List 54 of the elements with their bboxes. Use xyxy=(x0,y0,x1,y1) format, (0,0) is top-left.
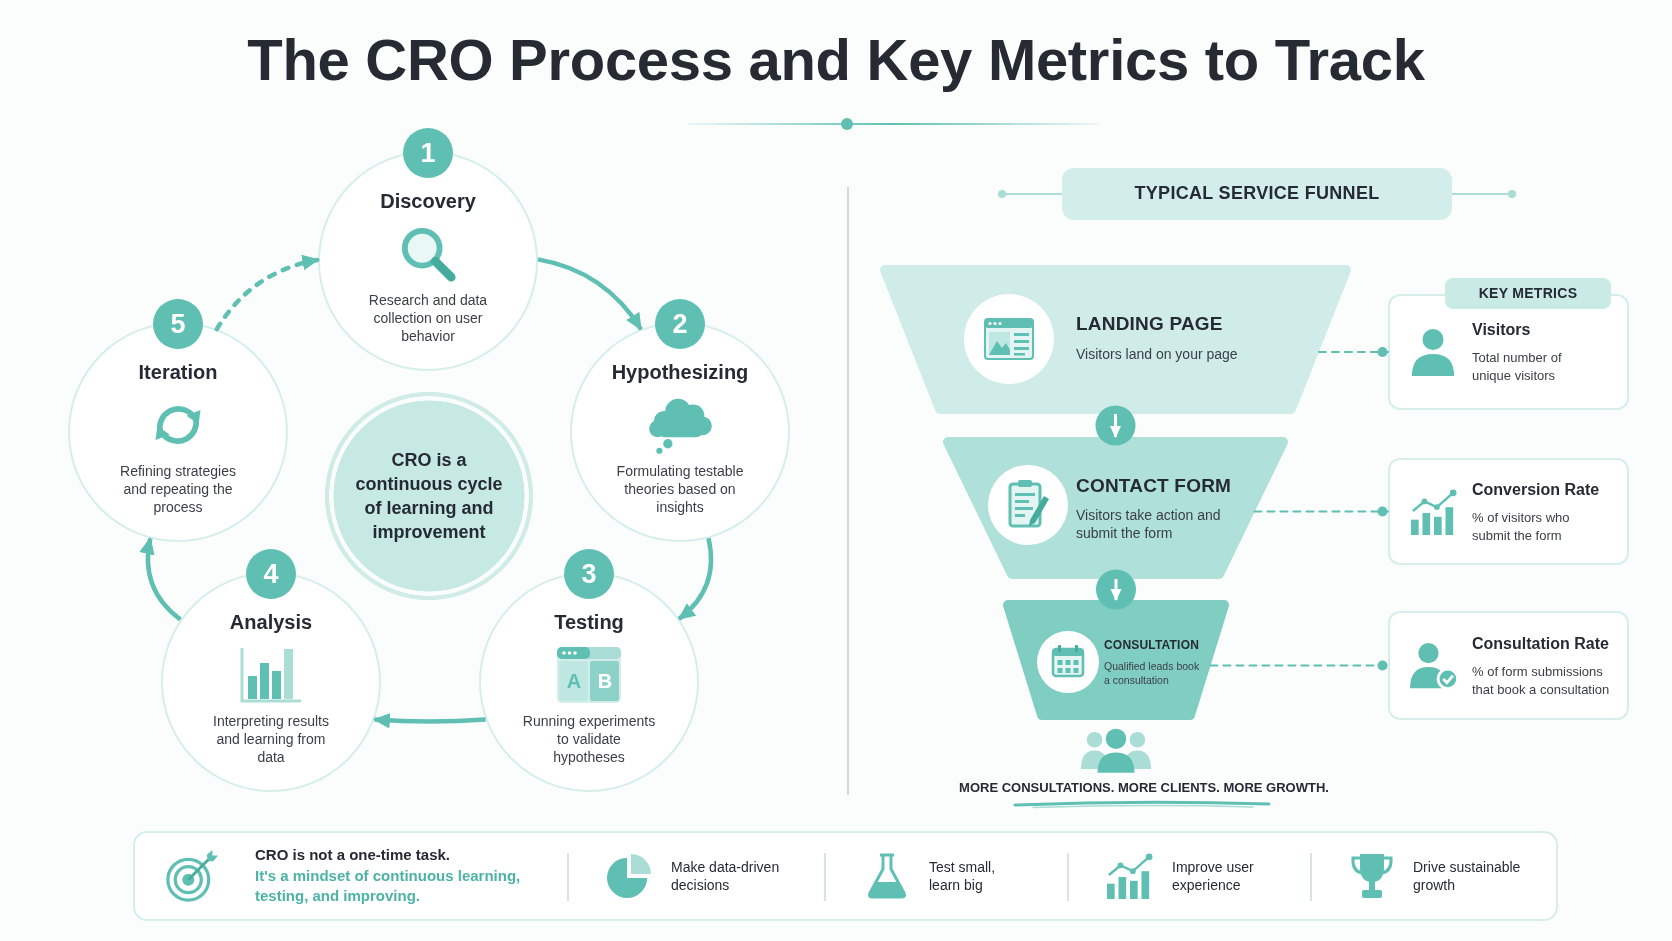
stage-title: CONTACT FORM xyxy=(1076,474,1232,498)
step-description: Refining strategies and repeating the process xyxy=(119,462,237,516)
arrow xyxy=(677,537,714,621)
stage-title: LANDING PAGE xyxy=(1076,312,1223,336)
step-title: Analysis xyxy=(229,610,313,634)
benefit-text: Test small, learn big xyxy=(929,858,997,894)
step-number-badge: 4 xyxy=(246,549,296,599)
tagline: MORE CONSULTATIONS. MORE CLIENTS. MORE GROWTH. xyxy=(959,780,1329,796)
pane-letter: A xyxy=(566,669,582,693)
metric-title: Consultation Rate xyxy=(1472,633,1609,653)
stage-description: Visitors take action and submit the form xyxy=(1076,506,1222,542)
funnel-stage xyxy=(1003,600,1229,720)
step-description: Research and data collection on user behavior xyxy=(367,291,489,345)
step-number-badge: 5 xyxy=(153,299,203,349)
metric-description: Total number of unique visitors xyxy=(1472,348,1563,385)
dashed-connector xyxy=(1209,660,1389,671)
metric-title: Conversion Rate xyxy=(1472,479,1600,499)
metric-card xyxy=(1388,458,1629,565)
metric-title: Visitors xyxy=(1472,319,1531,340)
title: The CRO Process and Key Metrics to Track xyxy=(247,27,1425,93)
benefit-text: Improve user experience xyxy=(1172,858,1255,894)
stage-description: Qualified leads book a consultation xyxy=(1104,659,1201,687)
dashed-arrow xyxy=(214,255,321,332)
summary-panel xyxy=(133,831,1558,921)
stage-title: CONSULTATION xyxy=(1104,638,1200,653)
arrow xyxy=(139,537,182,622)
step-description: Running experiments to validate hypotheses xyxy=(521,712,657,766)
step-title: Iteration xyxy=(138,360,218,384)
step-number-badge: 2 xyxy=(655,299,705,349)
benefit-text: Drive sustainable growth xyxy=(1413,858,1522,894)
step-description: Interpreting results and learning from data xyxy=(212,712,330,766)
step-number-badge: 1 xyxy=(403,128,453,178)
funnel-stage xyxy=(943,437,1288,579)
dashed-connector xyxy=(1253,506,1389,517)
summary-circle: CRO is a continuous cycle of learning and improvement xyxy=(322,389,536,603)
metric-card xyxy=(1388,611,1629,720)
panel-heading: CRO is not a one-time task. xyxy=(255,845,451,865)
step-title: Hypothesizing xyxy=(611,360,749,384)
funnel-stage xyxy=(880,265,1351,414)
pane-letter: B xyxy=(597,669,613,693)
step-title: Testing xyxy=(554,610,624,634)
arrow xyxy=(373,712,486,729)
step-description: Formulating testable theories based on insights xyxy=(615,462,745,516)
dashed-connector xyxy=(1317,346,1389,358)
section-tab: KEY METRICS xyxy=(1445,278,1611,309)
panel-subheading: It's a mindset of continuous learning, testing, and improving. xyxy=(255,866,522,906)
step-title: Discovery xyxy=(380,189,476,213)
section-banner: TYPICAL SERVICE FUNNEL xyxy=(1062,168,1452,220)
metric-description: % of form submissions that book a consultation xyxy=(1472,662,1611,698)
step-number-badge: 3 xyxy=(564,549,614,599)
metric-description: % of visitors who submit the form xyxy=(1472,508,1571,544)
benefit-text: Make data-driven decisions xyxy=(671,858,781,894)
arrow xyxy=(537,257,643,331)
stage-description: Visitors land on your page xyxy=(1076,345,1238,363)
